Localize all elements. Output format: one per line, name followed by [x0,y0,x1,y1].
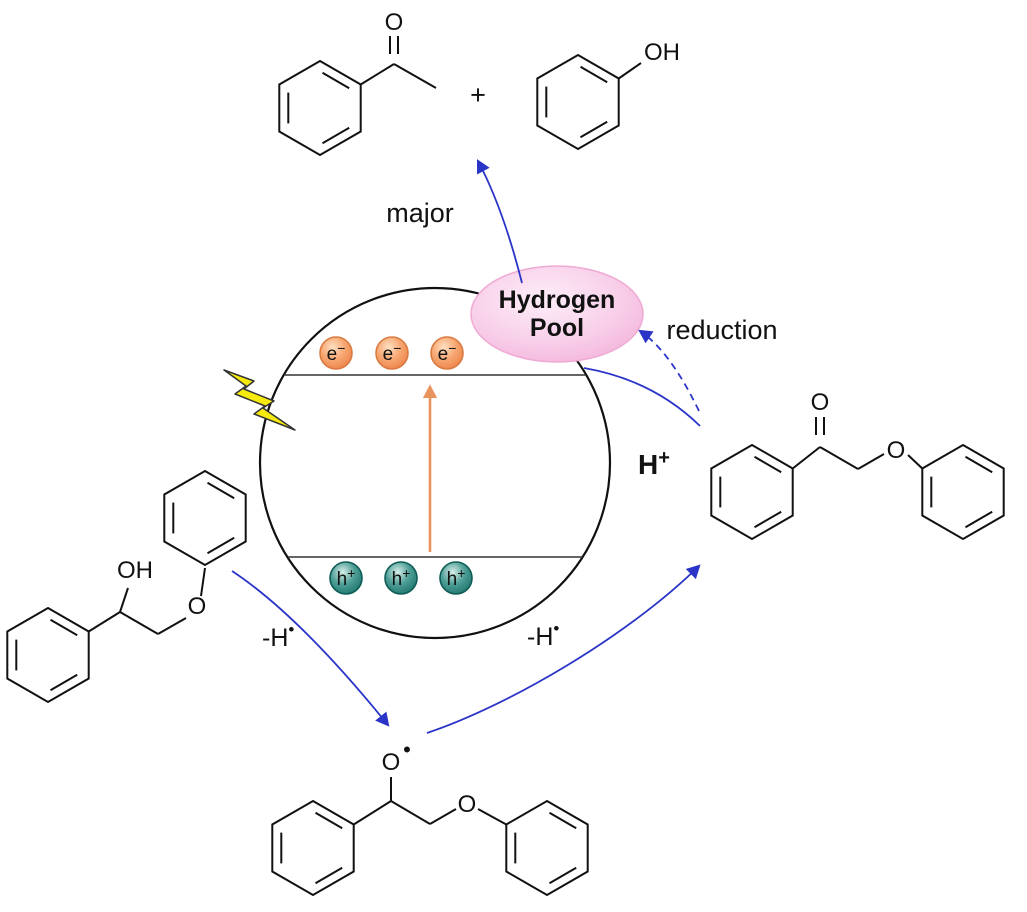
lightning-icon [223,369,296,431]
molecule-alkoxy-radical: O • O [271,737,589,896]
benzene-ring [271,800,355,896]
plus-sign: + [470,80,486,110]
bond [618,62,642,80]
holes: h+ h+ h+ [329,561,473,595]
hole-label: h+ [392,565,411,590]
electron-label: e− [327,340,346,365]
electron-label: e− [438,340,457,365]
hole-label: h+ [447,565,466,590]
electrons: e− e− e− [319,336,464,370]
arrow-to-products [476,159,523,284]
molecule-phenoxyacetophenone: O O [710,389,1005,540]
hole-label: h+ [337,565,356,590]
bond [119,611,159,635]
hydrogen-pool: Hydrogen Pool [470,265,644,363]
benzene-ring [278,60,362,156]
bond [88,611,121,633]
bond [157,617,187,635]
electron-icon [375,336,409,370]
hole-icon [329,561,363,595]
electron-icon [430,336,464,370]
electron-label: e− [383,340,402,365]
hole-icon [384,561,418,595]
bond [393,63,437,89]
molecule-acetophenone: O [278,9,437,156]
electron-icon [319,336,353,370]
hydroxyl-group: OH [117,557,153,584]
benzene-ring [536,54,620,150]
arrow-oxidation-left [231,570,390,727]
ether-oxygen: O [188,593,207,620]
bond [119,587,129,613]
photocatalyst-particle: e− e− e− h+ h+ h+ [258,286,612,640]
hydroxyl-group: OH [644,39,680,66]
radical-oxygen: O [382,749,401,776]
reduction-label: reduction [666,315,777,345]
carbonyl-oxygen: O [811,389,830,416]
benzene-ring [710,444,794,540]
proton-label: H+ [638,447,670,480]
bond [353,800,392,826]
flow-arrows [231,159,701,734]
major-label: major [386,198,454,228]
molecule-phenol: OH [536,39,680,150]
bond [429,808,457,825]
benzene-ring [505,800,589,896]
bond [390,800,431,825]
pool-label-line1: Hydrogen [499,286,616,314]
molecule-phenoxyethanol: OH O [6,470,247,703]
arrow-reduction-dashed [638,329,700,412]
benzene-ring [163,470,247,566]
minus-h-label-right: -H• [527,619,559,651]
radical-dot: • [403,737,411,762]
arrow-oxidation-right [426,564,701,734]
carbonyl-oxygen: O [385,9,404,36]
ether-oxygen: O [887,437,906,464]
benzene-ring [6,607,90,703]
bond [907,454,923,470]
hole-icon [439,561,473,595]
bond [819,446,859,470]
bond [200,567,206,597]
bond [360,63,395,86]
minus-h-label-left: -H• [262,620,294,652]
ether-oxygen: O [458,791,477,818]
bond [857,453,885,470]
benzene-ring [921,444,1005,540]
pool-label-line2: Pool [530,314,584,342]
proton-transfer-curve [583,367,701,427]
bond [477,808,507,826]
pool-ellipse [470,265,644,363]
bond [792,446,821,470]
